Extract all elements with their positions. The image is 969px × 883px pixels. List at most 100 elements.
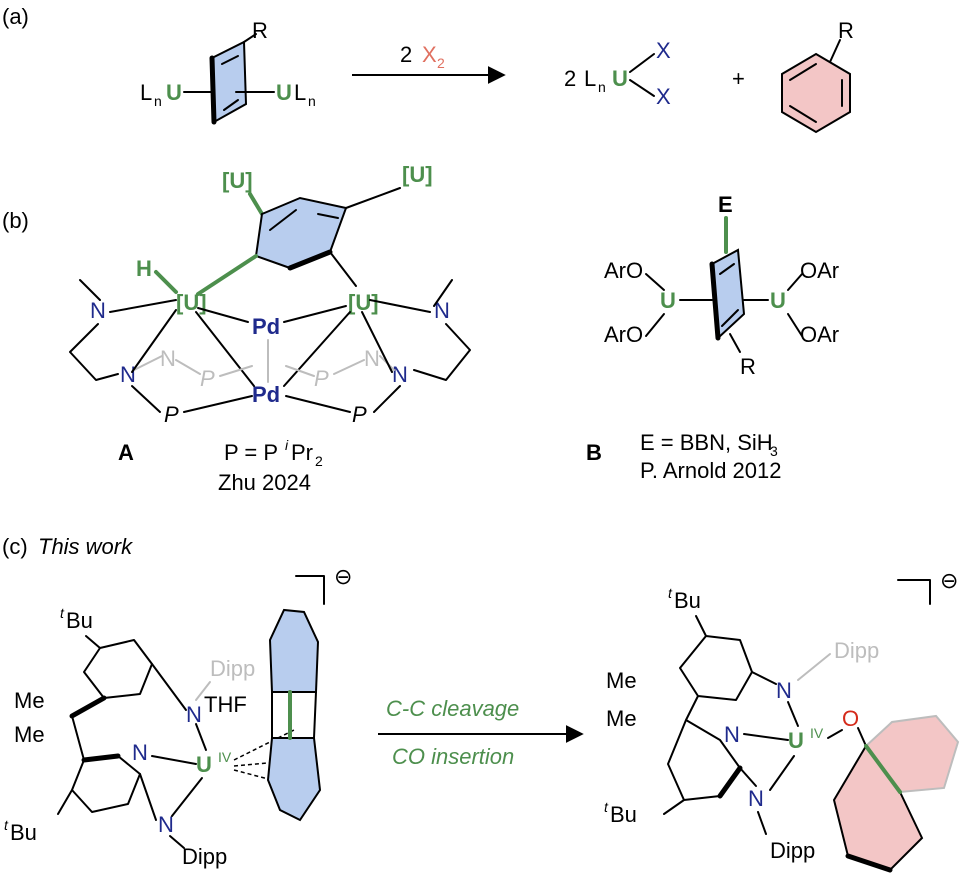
- arene-b-inner-1: [719, 263, 735, 275]
- substituent-r-b: R: [740, 354, 756, 379]
- n-u-bond-top: [195, 723, 207, 751]
- aro-bottom: ArO: [604, 322, 643, 347]
- benzene-r: R: [838, 18, 854, 43]
- dipp-bottom: Dipp: [182, 844, 227, 869]
- u-center-right: [U]: [348, 290, 379, 315]
- fluorenol-wedge: [845, 853, 893, 873]
- n-amide-bond-top-product: [751, 671, 777, 685]
- arene-sandwich-a: L n U R U L n: [140, 18, 316, 125]
- benzene-ring: [781, 52, 851, 134]
- panel-c-title: This work: [38, 534, 133, 559]
- charge-reactant: ⊖: [334, 564, 352, 589]
- tbu-sup-top-product: t: [668, 585, 673, 601]
- benzene-double-1: [789, 63, 817, 81]
- aro-top: ArO: [604, 258, 643, 283]
- u-aryl-bond: [196, 254, 258, 296]
- u-oxidation-product: IV: [810, 725, 824, 741]
- ln-sub-right: n: [308, 93, 316, 109]
- u-right-b: U: [770, 288, 786, 313]
- dipp-bottom-product: Dipp: [770, 838, 815, 863]
- oar-bottom: OAr: [800, 322, 839, 347]
- u-bracket-left: [U]: [222, 168, 253, 193]
- panel-a: (a) L n U R U L n 2 X 2 2 L: [2, 4, 854, 134]
- tbu-sup-top: t: [60, 605, 65, 621]
- panel-b: (b) [U] [U] H [U] [U] Pd Pd N N: [2, 162, 839, 495]
- reagent-coeff: 2: [400, 42, 412, 67]
- acridine-wedge-1: [69, 695, 107, 719]
- ligand-backbone-back: [133, 355, 395, 377]
- transformation-arrow: C-C cleavage CO insertion: [378, 696, 584, 769]
- ln-sub-left: n: [154, 93, 162, 109]
- p-definition-sub: 2: [315, 453, 323, 469]
- p-back-right: P: [314, 366, 329, 391]
- compound-b: E R U U ArO ArO OAr OAr B E = BBN, SiH 3…: [586, 192, 839, 483]
- n-u-product-top: [787, 701, 799, 727]
- p-front-left: P: [164, 402, 179, 427]
- charge-product: ⊖: [940, 568, 958, 593]
- oar-bond-top: [787, 273, 803, 291]
- u-pd-3: [195, 311, 255, 387]
- ligand-backbone: [69, 279, 471, 413]
- bridging-arene: [254, 196, 348, 270]
- n-amide-bond-top: [151, 663, 187, 711]
- biphenylene-link-2: [313, 691, 317, 739]
- n-acridine-product: N: [724, 722, 740, 747]
- me-top-product: Me: [606, 668, 637, 693]
- r-sub-a: R: [252, 18, 268, 43]
- bracket-bond-left: [248, 192, 264, 216]
- n-amide-bottom-product: N: [748, 786, 764, 811]
- n-u-bond-bottom: [171, 777, 203, 817]
- p-definition-2: Pr: [291, 440, 313, 465]
- dipp-bond-top-product: [797, 653, 831, 681]
- acridine-wedge-2: [81, 753, 121, 763]
- compound-b-label: B: [586, 440, 602, 465]
- pd-top: Pd: [252, 314, 280, 339]
- n-amide-bond-bottom: [139, 773, 157, 821]
- thf-label: THF: [204, 692, 247, 717]
- tbu-bottom-product: Bu: [610, 802, 637, 827]
- panel-b-label: (b): [2, 208, 29, 233]
- dipp-bond-bottom: [169, 835, 185, 849]
- n-right-top: N: [434, 298, 450, 323]
- n-left-top: N: [90, 298, 106, 323]
- tbu-sup-bottom-product: t: [604, 799, 609, 815]
- reaction-arrow-a: 2 X 2: [352, 42, 506, 84]
- n-u-product-bottom: [769, 755, 795, 791]
- tbu-top-product: Bu: [674, 588, 701, 613]
- u-h-bond: [154, 270, 178, 294]
- compound-a: [U] [U] H [U] [U] Pd Pd N N N N: [69, 162, 471, 495]
- n-u-product: [743, 733, 789, 741]
- u-x-bond-2: [629, 79, 655, 97]
- n-back-right: N: [364, 346, 380, 371]
- n-u-bond: [151, 755, 197, 765]
- product-complex: t Bu t Bu Me Me N N N Dipp Dipp U IV O: [604, 568, 960, 873]
- bracket-bond-right: [345, 187, 401, 209]
- benzene-r-bond: [829, 39, 841, 63]
- n-right-bottom: N: [392, 362, 408, 387]
- product-ln-sub: n: [598, 79, 606, 95]
- p-back-left: P: [200, 366, 215, 391]
- u-left-b: U: [660, 288, 676, 313]
- pd-bottom: Pd: [252, 382, 280, 407]
- product-coeff: 2: [564, 66, 576, 91]
- u-reactant: U: [196, 752, 212, 777]
- substituent-e: E: [718, 192, 733, 217]
- panel-c: (c) This work t Bu t Bu Me Me N N N Dipp…: [2, 534, 960, 873]
- u-x-bond-1: [629, 53, 655, 73]
- u-product: U: [788, 728, 804, 753]
- product-lnux2: 2 L n U X X: [564, 38, 671, 109]
- product-ln: L: [584, 66, 596, 91]
- p-definition-sup: i: [285, 437, 289, 453]
- arene-inner-a1: [221, 55, 239, 65]
- aro-bond-top: [645, 273, 665, 291]
- tbu-top: Bu: [66, 608, 93, 633]
- reference-b: P. Arnold 2012: [640, 458, 782, 483]
- me-top: Me: [14, 688, 45, 713]
- x-bottom: X: [656, 84, 671, 109]
- aro-bond-bottom: [645, 313, 665, 337]
- compound-a-label: A: [118, 440, 134, 465]
- biphenylene-ring-top: [268, 608, 320, 693]
- e-definition-sub: 3: [770, 443, 778, 459]
- dipp-top: Dipp: [210, 656, 255, 681]
- bracket-reactant: [295, 575, 325, 605]
